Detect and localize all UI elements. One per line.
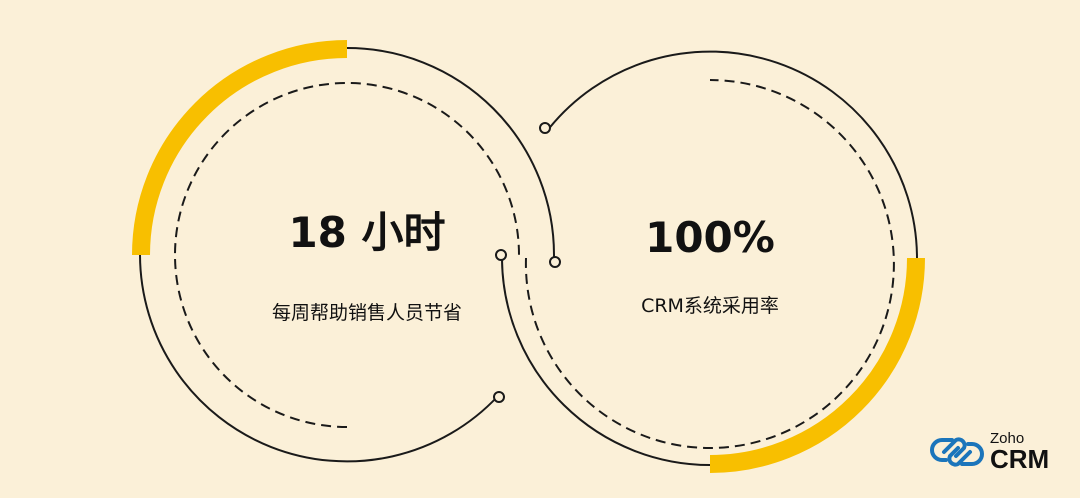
node-dot [493, 391, 505, 403]
right-dashed-arc [524, 79, 895, 449]
logo-product: CRM [990, 444, 1050, 474]
right-progress-arc [709, 257, 925, 473]
right-ring-bottom-left-arc [501, 259, 711, 466]
logo-brand: Zoho [990, 430, 1025, 447]
stat-label-adoption: CRM系统采用率 [641, 295, 779, 317]
left-ring-top-right-arc [346, 47, 555, 258]
left-ring-bottom-arc [139, 254, 499, 463]
node-dot [539, 122, 551, 134]
stat-value-adoption: 100% [645, 213, 775, 262]
node-dot [549, 256, 561, 268]
right-ring-top-arc [546, 50, 918, 259]
stat-value-hours: 18 小时 [288, 208, 446, 257]
stat-label-hours: 每周帮助销售人员节省 [271, 302, 462, 324]
node-dot [495, 249, 507, 261]
zoho-crm-logo: Zoho CRM [928, 428, 1068, 476]
left-progress-arc [132, 40, 348, 256]
left-dashed-arc [174, 82, 520, 428]
zoho-rings-icon [930, 437, 984, 467]
